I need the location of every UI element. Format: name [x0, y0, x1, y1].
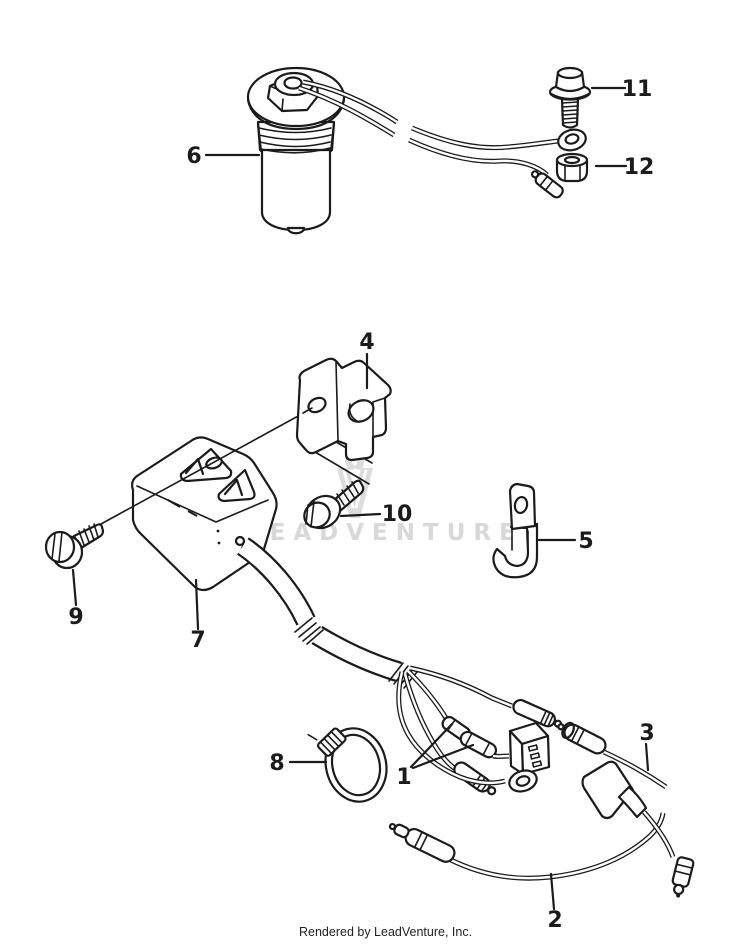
part-4-bracket: [295, 357, 392, 462]
plug-cap-boot: [581, 760, 635, 820]
cdi-mounting-ear-2: [217, 468, 256, 503]
leader-line-7: [194, 578, 200, 631]
lead-connector: [557, 721, 607, 755]
callout-7: 7: [190, 628, 205, 653]
part-3-lead-wire: [557, 721, 668, 790]
leader-line-9: [71, 568, 78, 607]
part-11-bolt: [548, 66, 592, 129]
part-9-bolt: [44, 523, 105, 570]
bullet-terminal: [530, 170, 564, 199]
callout-2: 2: [547, 908, 562, 933]
part-10-bolt: [303, 479, 365, 530]
wire-harness: [236, 537, 563, 796]
callout-11: 11: [622, 77, 653, 102]
plug-terminal: [671, 856, 695, 898]
part-8-clamp: [307, 727, 388, 803]
inline-connector-2: [459, 730, 498, 759]
leader-line-10: [339, 512, 382, 518]
callout-6: 6: [186, 144, 201, 169]
callout-10: 10: [382, 502, 413, 527]
leader-line-1: [409, 722, 475, 770]
part-12-nut: [555, 152, 589, 183]
callout-8: 8: [269, 751, 284, 776]
coil-lead-wires: [298, 79, 587, 199]
leader-line-3: [644, 742, 650, 772]
callout-1: 1: [396, 765, 411, 790]
callout-5: 5: [578, 529, 593, 554]
callout-9: 9: [68, 605, 83, 630]
block-connector: [508, 721, 551, 776]
callout-leader-lines: [71, 86, 650, 911]
part-6-coil: [246, 66, 346, 235]
bullet-connector: [512, 698, 563, 728]
part-2-spark-plug-lead: [388, 760, 695, 898]
watermark-text: LEADVENTURE: [247, 520, 523, 546]
footer-credit-text: Rendered by LeadVenture, Inc.: [299, 925, 472, 939]
leader-line-2: [549, 872, 556, 911]
callouts: 1 2 3 4 5 6 7 8 9 10 11 12: [68, 77, 654, 933]
callout-12: 12: [624, 155, 655, 180]
callout-4: 4: [359, 330, 374, 355]
lead-connector-2: [388, 822, 456, 863]
part-5-clip: [492, 482, 539, 579]
callout-3: 3: [639, 721, 654, 746]
